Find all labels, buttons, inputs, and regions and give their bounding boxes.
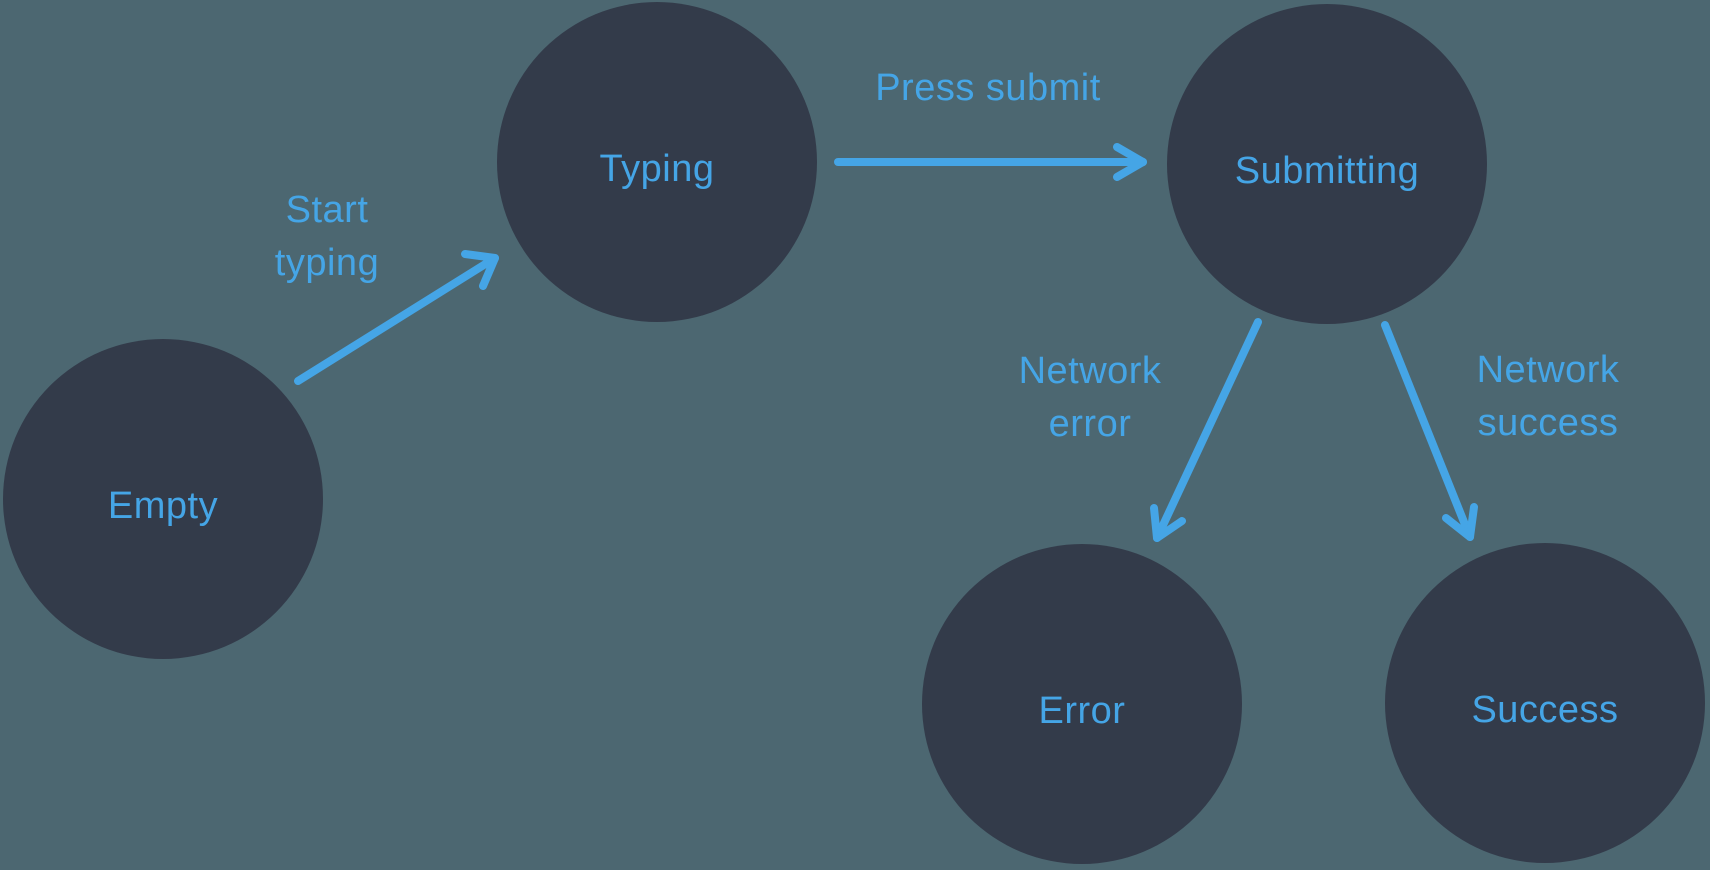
arrow-network-success xyxy=(1381,321,1478,541)
state-label-submitting: Submitting xyxy=(1234,149,1420,192)
state-node-empty: Empty xyxy=(3,339,323,659)
arrow-network-error xyxy=(1150,318,1262,542)
state-label-empty: Empty xyxy=(107,484,219,527)
transition-label-start-typing: Start typing xyxy=(274,189,380,284)
state-label-success: Success xyxy=(1471,688,1619,731)
state-node-error: Error xyxy=(922,544,1242,864)
arrow-press-submit xyxy=(834,143,1147,181)
arrow-start-typing xyxy=(294,250,499,385)
state-node-submitting: Submitting xyxy=(1167,4,1487,324)
transition-label-network-success: Network success xyxy=(1476,349,1620,444)
transition-label-press-submit: Press submit xyxy=(875,67,1101,109)
state-label-error: Error xyxy=(1038,689,1126,732)
state-label-typing: Typing xyxy=(599,147,715,190)
transition-label-network-error: Network error xyxy=(1018,350,1162,445)
state-node-typing: Typing xyxy=(497,2,817,322)
state-node-success: Success xyxy=(1385,543,1705,863)
